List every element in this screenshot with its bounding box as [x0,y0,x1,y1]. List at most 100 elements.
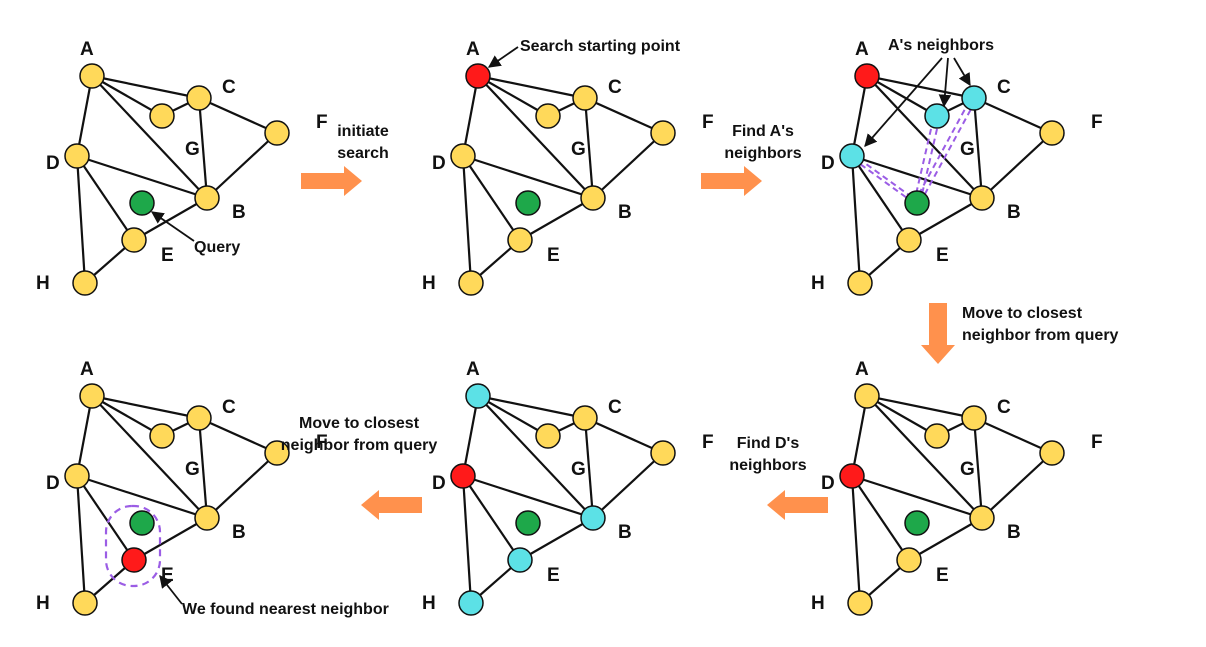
node-c [961,405,987,431]
neighbor-pointer [864,57,943,147]
node-b [194,505,220,531]
edge-D-E [851,155,910,241]
edge-D-E [76,155,135,241]
edge-D-E [851,475,910,561]
node-label-d: D [821,473,835,494]
edge-C-F [584,416,664,455]
step-caption: Find A's [732,123,794,140]
nearest-highlight [104,504,162,588]
distance-line [919,115,941,204]
edge-D-H [75,155,87,284]
node-label-c: C [997,77,1011,98]
node-f [1039,440,1065,466]
found-label: We found nearest neighbor [182,601,389,618]
step-caption: initiate [337,123,389,140]
edge-D-H [461,155,473,284]
node-d [839,143,865,169]
node-c [572,405,598,431]
edge-C-F [198,416,278,455]
node-h [72,590,98,616]
step-arrow [701,166,762,196]
edge-A-B [866,75,983,199]
node-g2 [149,423,175,449]
node-label-b: B [618,202,632,223]
node-label-g: G [571,139,586,160]
node-label-d: D [432,473,446,494]
edge-C-B [197,417,209,519]
node-label-h: H [36,273,50,294]
node-g2 [149,103,175,129]
neighbors-label: A's neighbors [888,37,994,54]
node-f [264,120,290,146]
node-f [1039,120,1065,146]
edge-C-F [973,96,1053,135]
node-label-d: D [821,153,835,174]
node-b [580,505,606,531]
node-d [450,463,476,489]
edge-D-B [76,154,208,200]
edge-A-D [75,75,94,157]
node-label-a: A [466,39,480,60]
edge-F-B [206,132,278,199]
node-label-b: B [1007,522,1021,543]
node-a [465,63,491,89]
node-g2 [535,423,561,449]
neighbor-pointer [953,57,971,87]
node-label-b: B [618,522,632,543]
node-b [194,185,220,211]
edge-D-H [461,475,473,604]
edge-E-B [519,517,594,561]
node-label-f: F [1091,112,1103,133]
node-label-a: A [855,39,869,60]
query-node [515,190,541,216]
node-e [507,547,533,573]
node-label-e: E [547,245,560,266]
node-label-d: D [46,153,60,174]
node-label-c: C [608,77,622,98]
node-label-b: B [232,522,246,543]
edge-D-E [462,475,521,561]
node-label-d: D [46,473,60,494]
node-label-e: E [161,245,174,266]
edge-A-C [91,394,200,420]
step-arrow [921,303,955,364]
neighbor-pointer [938,57,952,108]
edge-D-H [850,475,862,604]
node-h [458,270,484,296]
node-h [72,270,98,296]
node-label-h: H [422,273,436,294]
distance-line [848,155,915,204]
node-d [64,143,90,169]
node-label-e: E [161,565,174,586]
node-label-e: E [936,245,949,266]
node-label-c: C [997,397,1011,418]
edge-D-B [462,474,594,520]
step-caption: Move to closest [299,415,420,432]
query-node [904,510,930,536]
edge-C-B [583,417,595,519]
node-label-h: H [811,593,825,614]
edge-E-B [519,197,594,241]
edge-A-D [75,395,94,477]
query-node [129,190,155,216]
node-a [79,63,105,89]
node-h [458,590,484,616]
edge-A-C [866,394,975,420]
edge-D-B [462,154,594,200]
node-e [507,227,533,253]
node-c [186,405,212,431]
edge-A-G2 [477,75,549,117]
step-caption: neighbor from query [962,327,1119,344]
edge-D-B [76,474,208,520]
start-pointer [487,46,519,68]
step-arrow [361,490,422,520]
edge-A-C [91,74,200,100]
